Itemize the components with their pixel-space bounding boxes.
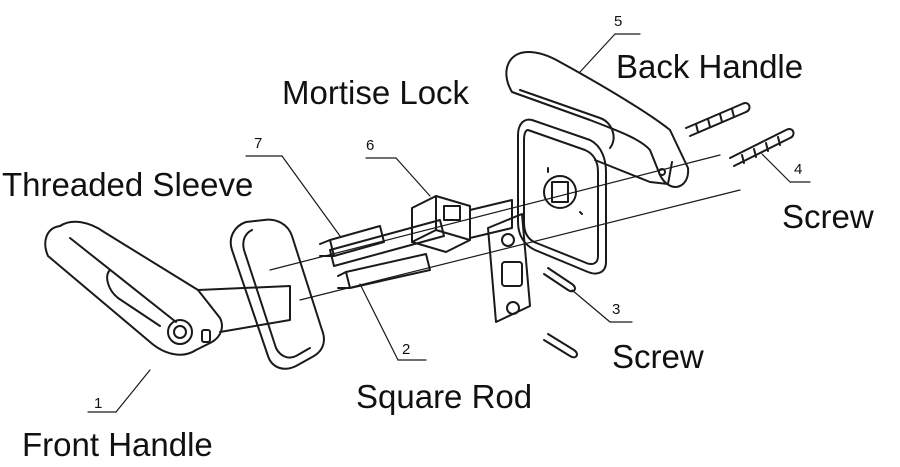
label-square-rod: Square Rod (356, 378, 533, 415)
label-screw-3: Screw (612, 338, 704, 375)
front-rose-plate (229, 218, 325, 370)
callout-number-6: 6 (366, 137, 375, 154)
front-screws (543, 267, 578, 359)
label-back-handle: Back Handle (616, 48, 804, 85)
label-screw-4: Screw (782, 198, 874, 235)
callout-number-1: 1 (94, 395, 103, 412)
back-rose-plate (517, 118, 607, 275)
callout-number-5: 5 (614, 13, 623, 30)
callout-number-3: 3 (612, 301, 621, 318)
callout-number-2: 2 (402, 341, 411, 358)
leader-6-diag (395, 157, 431, 197)
back-handle (505, 51, 690, 188)
callout-number-4: 4 (794, 161, 803, 178)
square-rod (329, 219, 445, 267)
front-handle (44, 220, 291, 356)
assembly-axis-lines (269, 154, 741, 301)
leader-7-diag (281, 155, 341, 237)
leader-1-diag (115, 369, 151, 413)
label-mortise-lock: Mortise Lock (282, 74, 470, 111)
leader-3-diag (571, 289, 611, 323)
leader-2-diag (359, 283, 399, 361)
strike-plate (487, 213, 531, 323)
leader-lines (87, 33, 811, 413)
threaded-sleeves (319, 225, 431, 289)
leader-4-diag (761, 153, 791, 183)
mortise-lock (411, 195, 513, 253)
callout-number-7: 7 (254, 135, 263, 152)
label-front-handle: Front Handle (22, 426, 213, 463)
leader-5-diag (579, 33, 616, 73)
back-screws (685, 102, 795, 167)
label-threaded-sleeve: Threaded Sleeve (2, 166, 254, 203)
